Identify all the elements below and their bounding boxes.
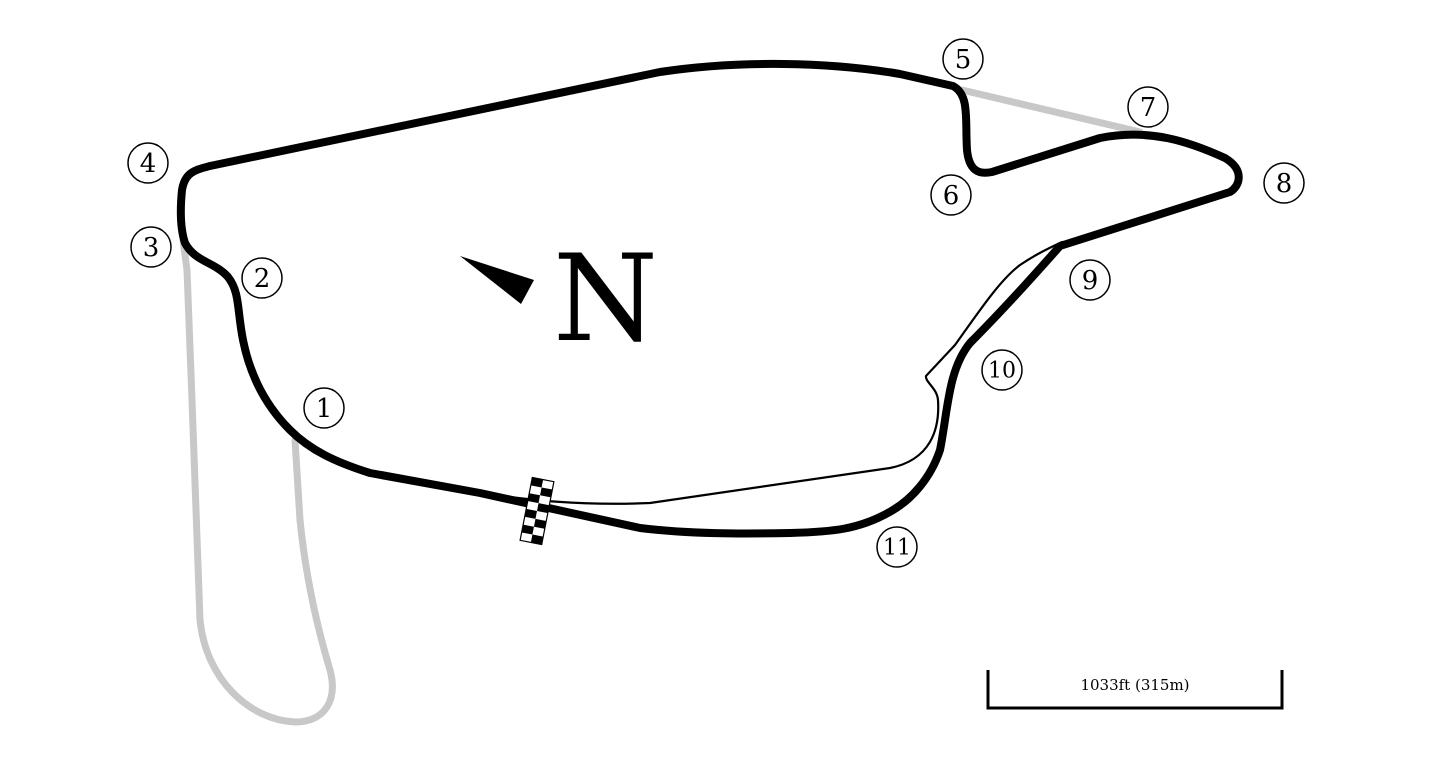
turn-marker-1: 1 <box>303 387 345 429</box>
turn-label: 4 <box>140 149 157 179</box>
turn-marker-4: 4 <box>127 142 169 184</box>
turn-label: 1 <box>316 394 333 424</box>
turn-marker-circle <box>127 142 169 184</box>
turn-marker-9: 9 <box>1069 259 1111 301</box>
turn-marker-circle <box>942 38 984 80</box>
turn-markers: 1 2 3 4 5 6 7 8 9 10 11 <box>127 38 1305 568</box>
turn-marker-circle <box>876 526 918 568</box>
turn-label: 9 <box>1082 266 1099 296</box>
turn-marker-circle <box>1263 162 1305 204</box>
turn-label: 11 <box>883 536 911 561</box>
turn-marker-11: 11 <box>876 526 918 568</box>
pit-lane <box>478 240 1064 505</box>
turn-marker-circle <box>930 174 972 216</box>
turn-label: 8 <box>1276 169 1293 199</box>
turn-marker-3: 3 <box>130 226 172 268</box>
checkered-flag-icon <box>519 476 555 546</box>
scale-bar-line <box>986 670 1284 710</box>
turn-marker-10: 10 <box>981 349 1023 391</box>
scale-label: 1033ft (315m) <box>1080 676 1189 694</box>
turn-marker-2: 2 <box>241 257 283 299</box>
turn-label: 6 <box>943 181 960 211</box>
turn-marker-8: 8 <box>1263 162 1305 204</box>
turn-label: 10 <box>988 359 1016 384</box>
turn-marker-circle <box>241 257 283 299</box>
turn-label: 3 <box>143 233 160 263</box>
turn-marker-circle <box>1127 86 1169 128</box>
scale-bar: 1033ft (315m) <box>986 670 1284 710</box>
unused-track-loop <box>179 236 336 726</box>
turn-label: 5 <box>955 45 972 75</box>
turn-marker-circle <box>1069 259 1111 301</box>
turn-marker-6: 6 <box>930 174 972 216</box>
north-label: N <box>553 230 658 369</box>
turn-label: 7 <box>1140 93 1157 123</box>
unused-track-sections <box>179 86 1144 726</box>
turn-marker-circle <box>981 349 1023 391</box>
unused-track-link-5-7 <box>958 86 1144 136</box>
turn-marker-5: 5 <box>942 38 984 80</box>
turn-marker-circle <box>130 226 172 268</box>
main-track <box>176 59 1243 538</box>
turn-marker-7: 7 <box>1127 86 1169 128</box>
north-arrow-icon <box>460 256 534 304</box>
turn-marker-circle <box>303 387 345 429</box>
turn-label: 2 <box>254 264 271 294</box>
